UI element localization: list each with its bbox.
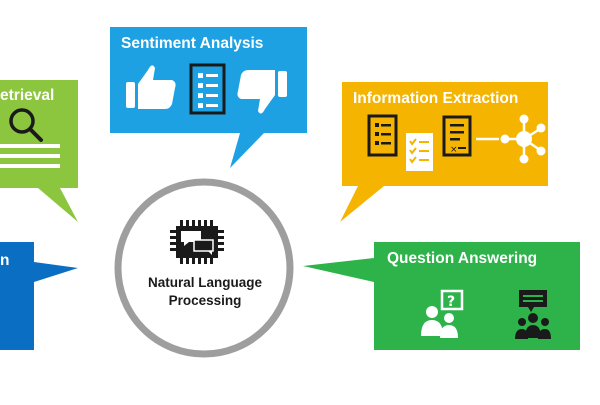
svg-text:?: ? <box>447 294 455 310</box>
sentiment-analysis-title: Sentiment Analysis <box>121 35 264 52</box>
sentiment-analysis-bubble <box>110 27 307 168</box>
information-extraction-title: Information Extraction <box>353 90 519 107</box>
document-list-icon <box>189 63 226 115</box>
hub-label-line2: Processing <box>168 293 242 308</box>
network-icon <box>500 114 546 164</box>
nlp-hub <box>114 178 294 358</box>
thumbs-down-icon <box>237 70 287 114</box>
left-partial-title: n <box>0 252 10 269</box>
nlp-hub-label: Natural Language Processing <box>125 274 285 310</box>
svg-text:×: × <box>450 145 458 155</box>
hub-label-line1: Natural Language <box>147 275 263 290</box>
question-answering-title: Question Answering <box>387 250 538 267</box>
form-icon: × <box>442 115 472 157</box>
document-list-icon <box>367 114 398 157</box>
checklist-icon <box>406 133 433 171</box>
question-answering-bubble: ? <box>303 242 580 350</box>
left-partial-bubble <box>0 242 78 350</box>
user-question-icon: ? <box>421 289 464 338</box>
information-retrieval-bubble <box>0 80 78 222</box>
thumbs-up-icon <box>126 65 176 109</box>
magnifier-icon <box>9 108 43 142</box>
information-retrieval-title: etrieval <box>0 87 55 104</box>
text-lines-icon <box>0 144 60 168</box>
group-chat-icon <box>515 290 551 339</box>
chip-chat-icon <box>170 220 224 264</box>
information-extraction-bubble: × <box>340 82 548 222</box>
